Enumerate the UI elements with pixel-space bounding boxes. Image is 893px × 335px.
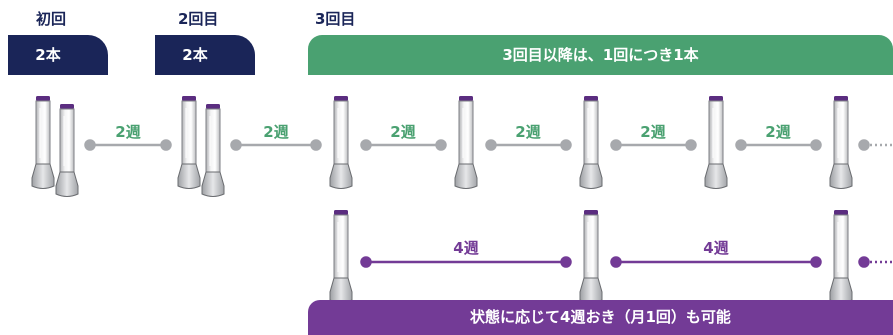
first-dose-count: 2本 [35, 46, 61, 64]
pen-dose-4 [454, 95, 478, 190]
interval-label-4w: 4週 [453, 239, 478, 257]
interval-label-2w: 2週 [390, 123, 415, 141]
phase-label-first: 初回 [36, 10, 67, 28]
row2-connectors [360, 256, 893, 268]
connector-dot [230, 139, 242, 151]
connector-dot [485, 139, 497, 151]
connector-dot [610, 256, 622, 268]
pen-first-b [55, 103, 79, 198]
connector-dot [858, 256, 870, 268]
connector-dot [810, 256, 822, 268]
monthly-option-banner: 状態に応じて4週おき（月1回）も可能 [308, 300, 893, 335]
pen-dose-3 [329, 95, 353, 190]
connector-dot [610, 139, 622, 151]
interval-label-2w: 2週 [765, 123, 790, 141]
connector-dot [560, 139, 572, 151]
interval-label-2w: 2週 [115, 123, 140, 141]
phase-label-third: 3回目 [315, 10, 356, 28]
connector-dot [560, 256, 572, 268]
pen-second-b [201, 103, 225, 198]
pen-4w-c [829, 209, 853, 304]
connector-dot [360, 139, 372, 151]
second-dose-tab: 2本 [155, 35, 255, 75]
interval-label-2w: 2週 [640, 123, 665, 141]
interval-label-2w: 2週 [263, 123, 288, 141]
pen-4w-a [329, 209, 353, 304]
second-dose-count: 2本 [182, 46, 208, 64]
connector-dot [160, 139, 172, 151]
pen-dose-6 [704, 95, 728, 190]
connector-dot [435, 139, 447, 151]
connector-dot [858, 139, 870, 151]
first-dose-tab: 2本 [8, 35, 108, 75]
connector-dot [310, 139, 322, 151]
third-dose-banner: 3回目以降は、1回につき1本 [308, 35, 893, 75]
connector-dot [685, 139, 697, 151]
connector-dot [84, 139, 96, 151]
pen-first-a [31, 95, 55, 190]
connector-dot [810, 139, 822, 151]
row1-connectors [84, 139, 893, 151]
connector-dot [735, 139, 747, 151]
interval-label-4w: 4週 [703, 239, 728, 257]
interval-label-2w: 2週 [515, 123, 540, 141]
pen-dose-5 [579, 95, 603, 190]
row2-pens [329, 209, 853, 304]
pen-dose-7 [829, 95, 853, 190]
phase-label-second: 2回目 [178, 10, 219, 28]
pen-4w-b [579, 209, 603, 304]
pen-second-a [177, 95, 201, 190]
connector-dot [360, 256, 372, 268]
